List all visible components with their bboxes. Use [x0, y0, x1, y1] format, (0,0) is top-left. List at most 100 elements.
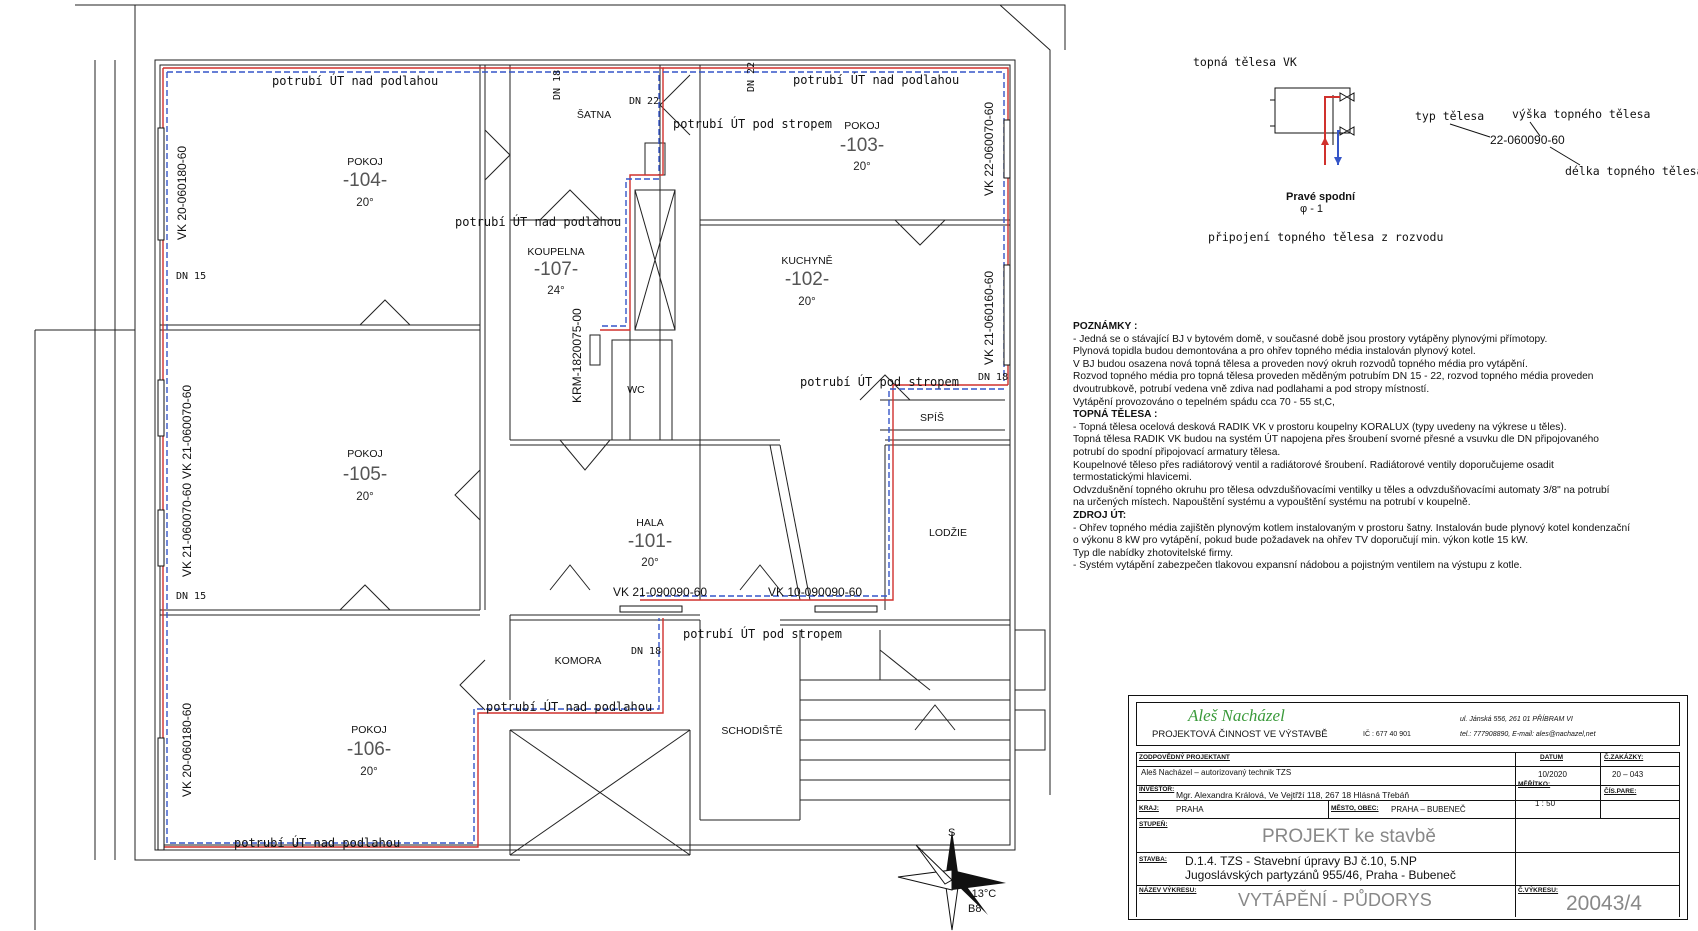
notes-line: - Topná tělesa ocelová desková RADIK VK … [1073, 421, 1567, 433]
pipe-label: potrubí ÚT nad podlahou [272, 73, 438, 88]
radiator-legend: topná tělesa VK Pravé spodní φ - 1 připo… [1193, 55, 1698, 244]
radiator-code-example: 22-060090-60 [1490, 133, 1565, 147]
notes-line: Vytápění provozováno o tepelném spádu cc… [1073, 396, 1335, 408]
connection-label: připojení topného tělesa z rozvodu [1208, 230, 1443, 244]
room-name: WC [627, 384, 645, 396]
pipe-label: potrubí ÚT nad podlahou [234, 835, 400, 850]
date-value: 10/2020 [1538, 770, 1567, 779]
room-temp: 20° [641, 557, 658, 569]
notes-line: dvoutrubkově, potrubí vedena vně zdiva n… [1073, 383, 1430, 395]
copy-label: ČÍS.PARE: [1604, 788, 1637, 795]
room-name: SCHODIŠTĚ [721, 724, 782, 737]
room-name: POKOJ [347, 448, 383, 460]
compass: S -13°C B8 [897, 827, 1006, 931]
room-name: KOUPELNA [527, 246, 584, 258]
length-label: délka topného tělesa [1565, 164, 1698, 178]
building-line1: D.1.4. TZS - Stavební úpravy BJ č.10, 5.… [1185, 854, 1417, 868]
stage-label: STUPEŇ: [1139, 821, 1168, 828]
room-name: POKOJ [347, 156, 383, 168]
room-number: -102- [785, 269, 829, 290]
height-label: výška topného tělesa [1512, 107, 1650, 121]
room-name: SPÍŠ [920, 411, 944, 424]
notes-heading: POZNÁMKY : [1073, 321, 1138, 332]
room-name: KOMORA [555, 655, 602, 667]
dn-label: DN 22 [746, 62, 757, 92]
radiator-label: VK 10-090090-60 [768, 585, 862, 599]
pipe-labels: potrubí ÚT nad podlahou potrubí ÚT nad p… [234, 72, 959, 850]
responsible-label: ZODPOVĚDNÝ PROJEKTANT [1139, 754, 1230, 761]
notes-line: Odvzdušnění topného okruhu pro tělesa od… [1073, 484, 1610, 496]
city-label: MĚSTO, OBEC: [1331, 805, 1379, 812]
building-line2: Jugoslávských partyzánů 955/46, Praha - … [1185, 868, 1456, 882]
company-contact: tel.: 777908890, E-mail: ales@nachazel,n… [1460, 731, 1596, 738]
scale-value: 1 : 50 [1535, 799, 1556, 808]
notes-block: POZNÁMKY : - Jedná se o stávající BJ v b… [1073, 321, 1673, 573]
compass-north: S [948, 827, 955, 839]
drawing-no-value: 20043/4 [1566, 892, 1642, 915]
notes-line: Rozvod topného média pro topná tělesa pr… [1073, 371, 1594, 383]
company-sub: PROJEKTOVÁ ČINNOST VE VÝSTAVBĚ [1152, 729, 1328, 740]
order-label: Č.ZAKÁZKY: [1604, 754, 1644, 761]
scale-label: MĚŘÍTKO: [1518, 781, 1551, 788]
door-swings [339, 74, 956, 731]
connection-name: Pravé spodní [1286, 191, 1356, 203]
dn-labels: DN 18 DN 22 DN 22 DN 15 DN 18 DN 15 DN 1… [176, 62, 1008, 657]
boiler [644, 142, 666, 176]
stage-value: PROJEKT ke stavbě [1262, 826, 1436, 847]
company-ico: IČ : 677 40 901 [1363, 731, 1411, 738]
order-value: 20 – 043 [1612, 770, 1644, 779]
heating-pipes [162, 67, 1009, 848]
radiator-symbols [157, 119, 1011, 851]
building-label: STAVBA: [1139, 856, 1167, 863]
room-temp: 20° [356, 197, 373, 209]
radiator-label: VK 22-060070-60 [982, 102, 996, 196]
type-label: typ tělesa [1415, 109, 1484, 123]
city-value: PRAHA – BUBENEČ [1391, 805, 1466, 814]
investor-value: Mgr. Alexandra Králová, Ve Vejtřží 118, … [1176, 790, 1410, 800]
room-number: -103- [840, 135, 884, 156]
notes-line: termostatickými hlavicemi. [1073, 472, 1192, 484]
radiator-label: VK 21-060070-60 [180, 483, 194, 577]
room-temp: 20° [360, 766, 377, 778]
pipe-label: potrubí ÚT nad podlahou [486, 699, 652, 714]
room-labels: POKOJ -104- 20° ŠATNA POKOJ -103- 20° KO… [343, 108, 967, 778]
notes-line: na určených místech. Napouštění systému … [1073, 497, 1471, 509]
pipe-label: potrubí ÚT nad podlahou [793, 72, 959, 87]
drawing-label: NÁZEV VÝKRESU: [1139, 887, 1197, 894]
drawing-value: VYTÁPĚNÍ - PŮDORYS [1238, 890, 1432, 910]
radiator-label: VK 21-090090-60 [613, 585, 707, 599]
region-value: PRAHA [1176, 805, 1204, 814]
room-name: ŠATNA [577, 108, 611, 121]
investor-label: INVESTOR: [1139, 786, 1175, 793]
room-temp: 20° [853, 161, 870, 173]
room-temp: 24° [547, 285, 564, 297]
notes-line: Plynová topidla budou demontována a pro … [1073, 346, 1476, 358]
radiator-label: VK 20-060180-60 [175, 146, 189, 240]
notes-line: - Ohřev topného média zajištěn plynovým … [1073, 522, 1631, 534]
radiator-label: VK 21-060160-60 [982, 271, 996, 365]
notes-line: - Systém vytápění zabezpečen tlakovou ex… [1073, 560, 1523, 572]
notes-line: Typ dle nabídky zhotovitelské firmy. [1073, 547, 1234, 559]
legend-title: topná tělesa VK [1193, 55, 1297, 69]
notes-line: potrubí do spodní připojovací armatury t… [1073, 446, 1281, 458]
company-box [1136, 702, 1680, 746]
room-name: LODŽIE [929, 526, 967, 539]
region-label: KRAJ: [1139, 805, 1159, 812]
company-address: ul. Jánská 556, 261 01 PŘÍBRAM VI [1460, 716, 1573, 723]
radiator-label: VK 21-060070-60 [180, 385, 194, 479]
radiator-labels: VK 20-060180-60 VK 22-060070-60 VK 21-06… [175, 102, 996, 797]
dn-label: DN 15 [176, 271, 206, 282]
pipe-label: potrubí ÚT pod stropem [673, 116, 832, 131]
drawing-no-label: Č.VÝKRESU: [1518, 887, 1559, 894]
room-name: POKOJ [351, 724, 387, 736]
room-number: -101- [628, 531, 672, 552]
radiator-label: VK 20-060180-60 [180, 703, 194, 797]
connection-code: φ - 1 [1300, 203, 1323, 215]
compass-zone: B8 [968, 903, 981, 915]
notes-line: o výkonu 8 kW pro vytápění, pokud bude p… [1073, 535, 1529, 547]
pipe-label: potrubí ÚT pod stropem [800, 374, 959, 389]
room-number: -106- [347, 739, 391, 760]
notes-line: - Jedná se o stávající BJ v bytovém domě… [1073, 333, 1548, 345]
pipe-label: potrubí ÚT nad podlahou [455, 214, 621, 229]
room-name: KUCHYNĚ [781, 254, 832, 267]
